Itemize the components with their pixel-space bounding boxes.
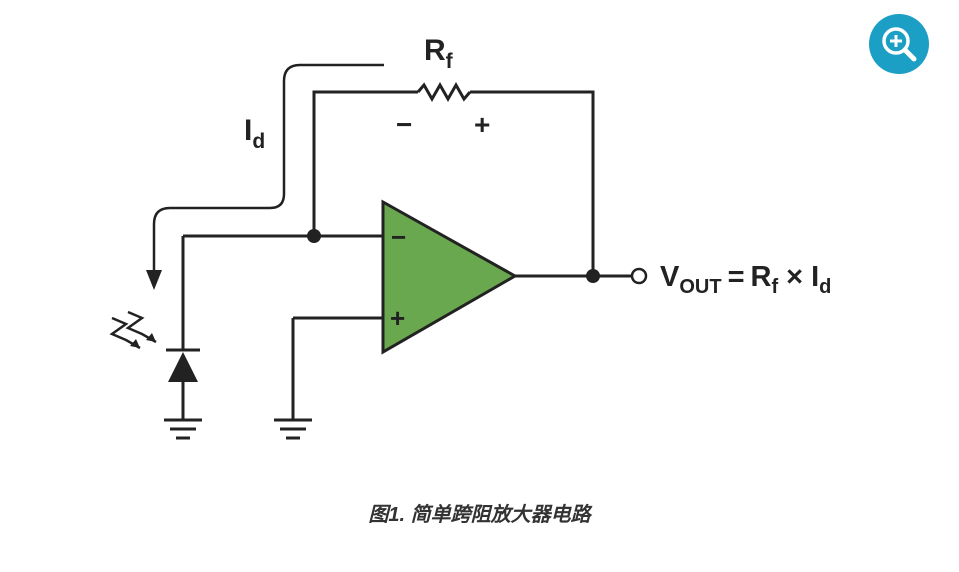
zoom-in-icon [882,27,917,62]
photodiode [166,348,200,382]
zoom-button[interactable] [869,14,929,74]
output-terminal [630,267,648,285]
current-arrow-head [146,270,162,290]
opamp-noninverting-label: + [390,303,405,333]
resistor-minus-label: − [396,109,412,140]
junction-output [586,269,600,283]
feedback-resistor [416,81,472,103]
ground-symbol-left [164,418,202,440]
output-equation: VOUT=Rf×Id [660,261,831,298]
current-flow-arrow [152,63,384,272]
figure-caption: 图1. 简单跨阻放大器电路 [368,504,591,526]
opamp-triangle [381,199,519,355]
noninverting-input-wire [291,316,383,420]
opamp-inverting-label: − [391,222,406,252]
light-arrows-icon [109,310,157,350]
rf-label: Rf [424,34,454,73]
junction-inverting [307,229,321,243]
ground-symbol-right [274,418,312,440]
feedback-wire [312,90,595,276]
id-label: Id [244,114,265,153]
resistor-plus-label: + [474,109,490,140]
